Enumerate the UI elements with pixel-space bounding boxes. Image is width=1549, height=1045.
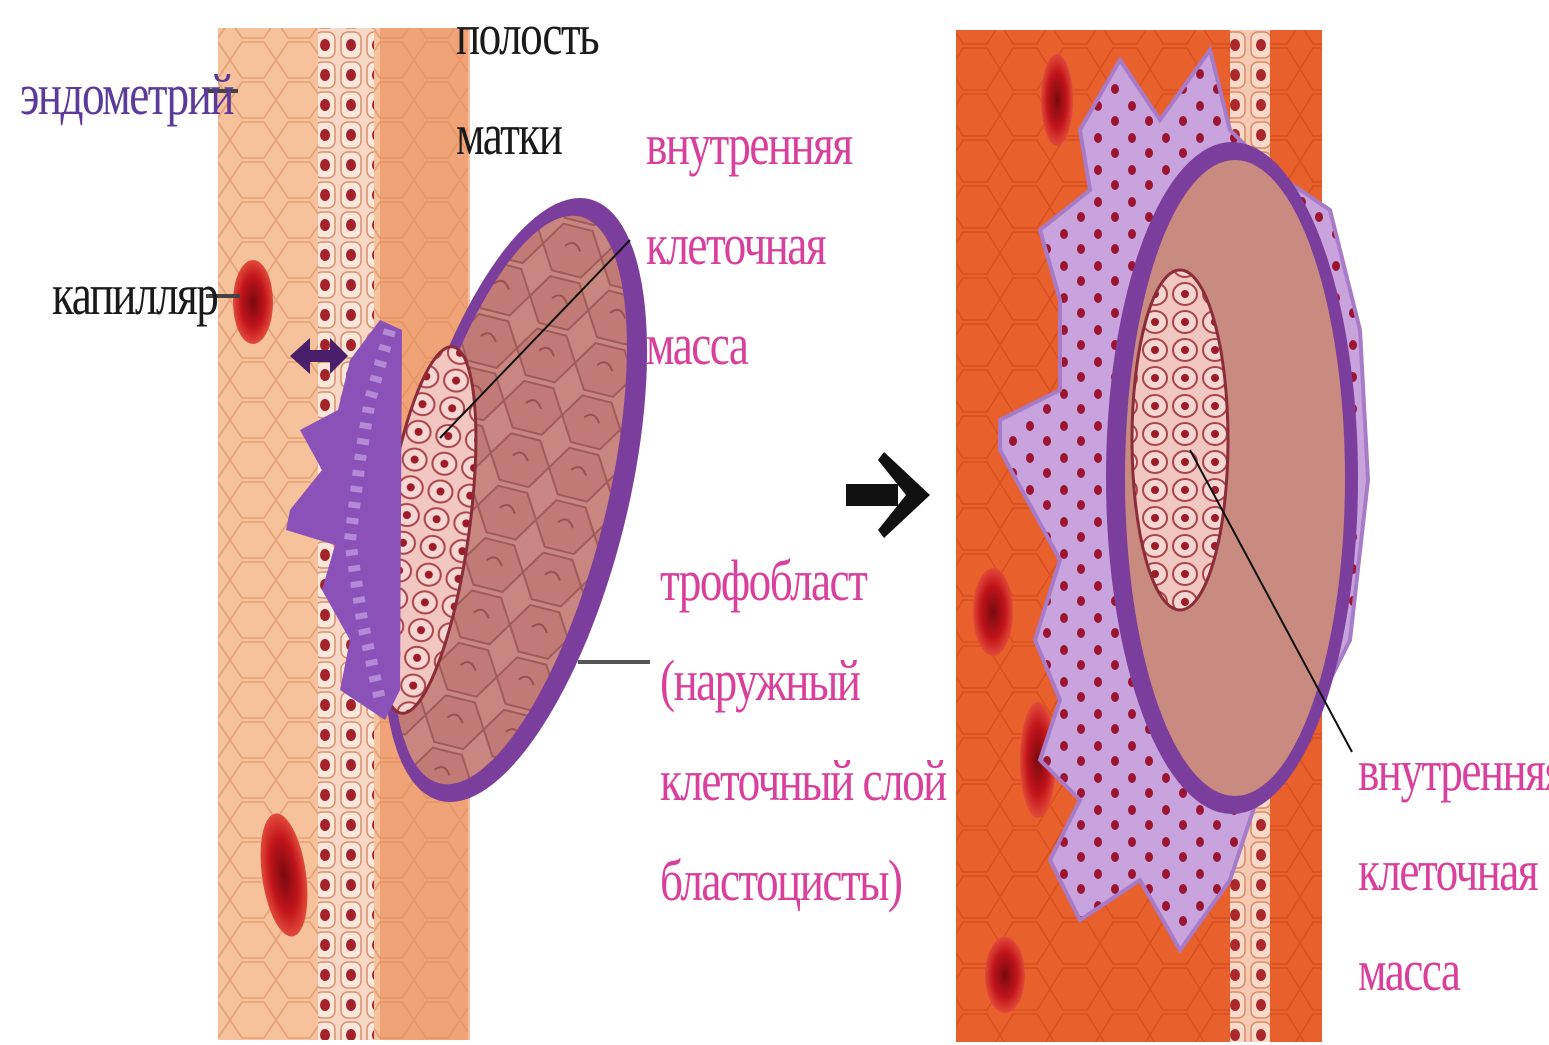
trophoblast-line: бластоцисты)	[660, 848, 901, 914]
uterine-cavity-label-line2: матки	[456, 102, 561, 168]
uterine-cavity-label-line1: полость	[456, 2, 598, 68]
inner-mass-left-line: клеточная	[646, 212, 825, 278]
inner-cell-mass-right	[1132, 270, 1228, 610]
inner-mass-left-line: масса	[646, 312, 747, 378]
trophoblast-line: клеточный слой	[660, 748, 946, 814]
inner-mass-right-line: клеточная	[1358, 838, 1537, 904]
trophoblast-line: (наружный	[660, 648, 859, 714]
inner-mass-left-line: внутренняя	[646, 112, 852, 178]
trophoblast-line: трофобласт	[660, 548, 866, 614]
right-panel	[956, 30, 1368, 1042]
inner-mass-right-line: масса	[1358, 938, 1459, 1004]
capillary-cell	[985, 937, 1025, 1013]
capillary-cell	[973, 568, 1013, 656]
endometrium-label: эндометрий	[20, 62, 233, 128]
inner-mass-right-line: внутренняя	[1358, 738, 1549, 804]
left-panel	[204, 28, 699, 1040]
capillary-cell	[1041, 54, 1073, 146]
right-arrow-icon	[846, 452, 930, 538]
capillary-label: капилляр	[52, 262, 217, 328]
capillary-cell	[233, 260, 273, 344]
